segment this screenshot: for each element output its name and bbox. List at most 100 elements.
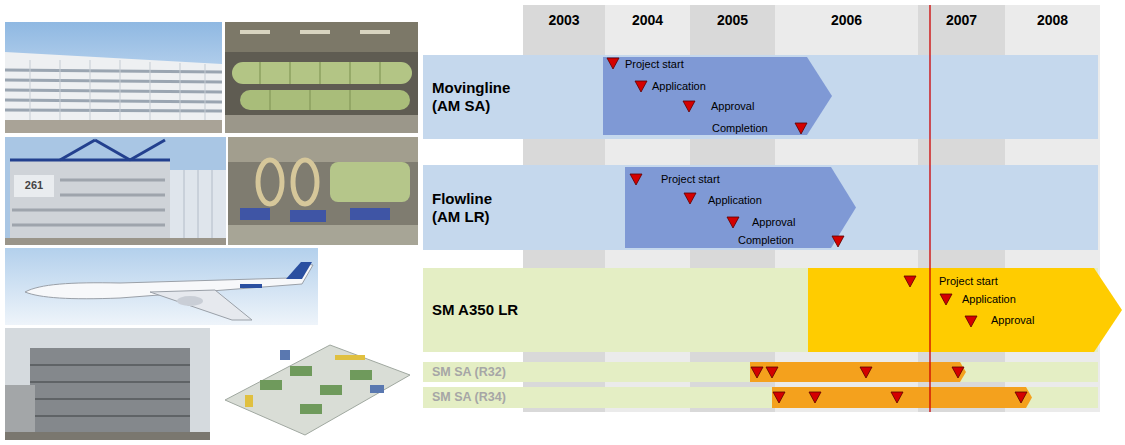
photo-building-261-part-part [95,140,130,160]
year-label: 2005 [690,12,775,29]
milestone-label: Application [652,80,706,93]
photo-plant-layout-part [225,345,410,435]
row-label: SM A350 LR [432,301,592,319]
photo-building-render-part-part [30,415,190,417]
year-label: 2003 [523,12,605,29]
milestone-marker [860,367,872,378]
photo-building-261-part-part [184,170,185,245]
milestone-label: Project start [661,173,720,186]
photo-assembly-hall-part [225,115,418,133]
photo-aircraft-part [286,262,312,279]
photo-office-building-part [30,60,205,120]
photo-plant-layout-part [260,366,372,414]
photo-aircraft-part [150,290,252,320]
phase-bar [772,387,1032,408]
photo-building-261-part [5,238,226,245]
phase-arrow: Project startApplicationApproval [808,268,1122,352]
photo-assembly-hall-part [260,62,380,110]
photo-fuselage-shop-part [258,160,282,204]
photo-fuselage-shop-part [330,162,410,202]
milestone-marker [635,81,647,92]
photo-office-building-part-part [90,60,91,120]
year-label: 2004 [605,12,690,29]
photo-plant-layout-part-part [370,385,384,393]
milestone-label: Approval [991,314,1034,327]
milestone-marker [965,316,977,327]
year-label: 2007 [918,12,1005,29]
photo-assembly-hall-part-part [289,62,291,84]
photo-plant-layout-part [213,328,415,440]
photo-plant-layout-part-part [290,366,312,376]
photo-building-261-part-part [212,170,213,245]
photo-building-261-part [10,160,170,245]
photo-fuselage-shop [228,137,418,245]
row-label: Flowline (AM LR) [432,190,520,226]
photo-office-building-part-part [5,70,222,72]
milestone-marker [832,236,844,247]
photo-assembly-hall-part [240,90,410,110]
photo-building-render-part-part [30,398,190,400]
photo-building-render-part-part [30,381,190,383]
milestone-marker [683,101,695,112]
photo-building-render-part [5,328,210,440]
photo-building-261-part [5,137,226,245]
photo-plant-layout-part [280,350,384,393]
photo-plant-layout-part-part [320,385,342,395]
photo-building-render-part [5,432,210,440]
photo-assembly-hall-part-part [269,90,271,110]
photo-building-261-part-part [60,194,165,197]
phase-arrow: Project startApplicationApprovalCompleti… [625,167,856,248]
milestone-marker [904,276,916,287]
milestone-label: Approval [711,100,754,113]
photo-building-render [5,328,210,440]
photo-plant-layout-part-part [260,380,282,390]
photo-aircraft [5,248,318,325]
milestone-label: Project start [939,275,998,288]
photo-assembly-hall-part [225,22,418,52]
milestone-label: Application [708,194,762,207]
milestone-marker [940,294,952,305]
photo-office-building-part-part [5,110,222,111]
milestone-label: Completion [712,122,768,135]
photo-office-building-part [5,120,222,133]
photo-office-building-part [5,70,222,111]
photo-office-building-part-part [120,60,121,120]
phase-bar [750,362,966,382]
photo-building-261-part [14,175,54,197]
photo-fuselage-shop-part-part [350,208,390,220]
photo-assembly-hall-part-part [300,30,330,34]
shape-outline [423,362,1098,382]
photo-fuselage-shop-part-part [240,208,270,220]
row-label: SM SA (R34) [432,390,592,405]
photo-office-building-part-part [30,60,31,120]
shape-outline [423,387,1098,408]
milestone-marker [607,58,619,69]
photo-assembly-hall-part-part [349,90,351,110]
photo-assembly-hall-part-part [240,30,270,34]
photo-building-261-part-part [10,159,170,162]
photo-building-261-part [10,140,170,160]
photo-assembly-hall-part [225,22,418,133]
photo-plant-layout-part-part [280,350,290,360]
year-label: 2008 [1005,12,1100,29]
row-label: SM SA (R32) [432,365,592,380]
photo-building-261-part-part [130,140,165,160]
phase-arrow: Project startApplicationApprovalCompleti… [603,57,832,135]
milestone-marker [766,367,778,378]
milestone-label: Application [962,293,1016,306]
band-shape [423,55,1098,139]
timeline-row: Flowline (AM LR) Project startApplication… [423,165,1098,250]
photo-assembly-hall-part [232,62,412,84]
photo-plant-layout-part-part [350,370,372,380]
photo-building-render-part-part [30,364,190,366]
photo-aircraft-part [5,248,318,325]
arrow-shape [603,57,832,135]
photo-assembly-hall-part-part [349,62,351,84]
timeline-row: SM SA (R32) [423,362,1098,382]
photo-plant-layout-part-part [245,395,253,407]
photo-building-render-part [30,365,190,416]
milestone-marker [684,193,696,204]
photo-plant-layout-part-part [300,404,322,414]
